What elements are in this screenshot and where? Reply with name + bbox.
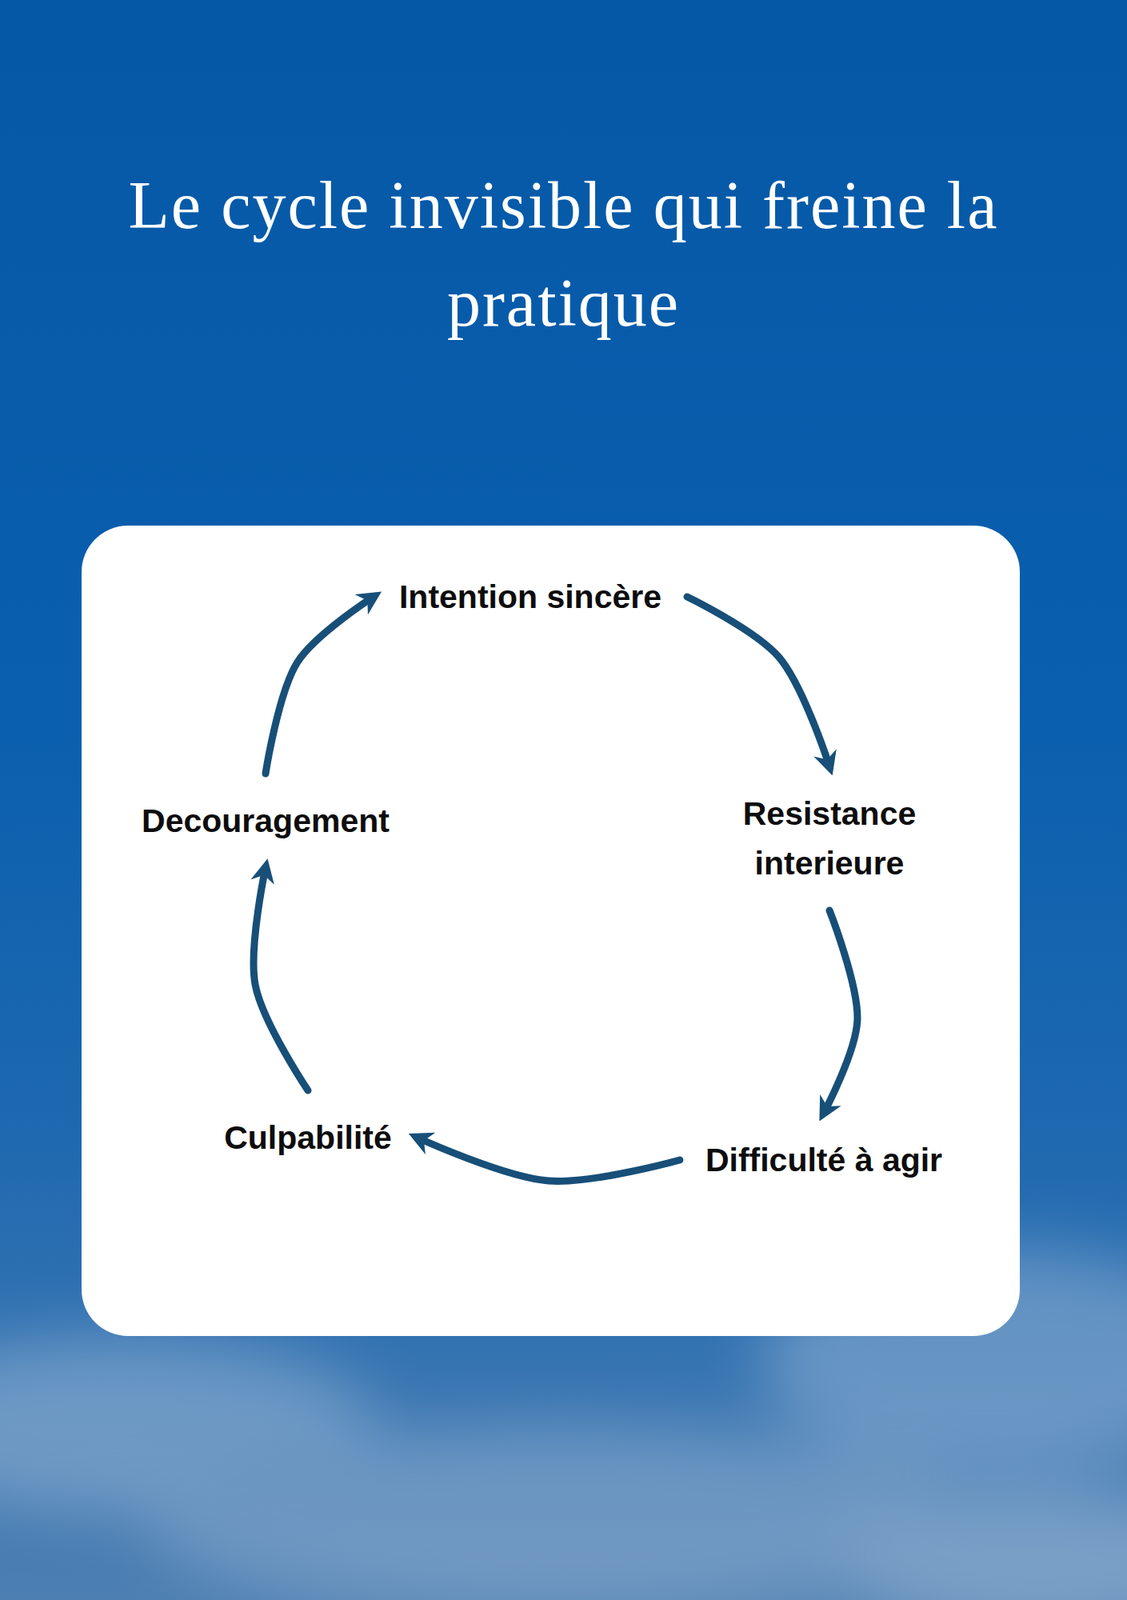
- step-label: Intention sincère: [399, 571, 662, 622]
- step-label: Resistance interieure: [709, 788, 950, 888]
- cycle-step: Culpabilité: [215, 1107, 400, 1167]
- cycle-step: Resistance interieure: [701, 783, 958, 893]
- cycle-arrow: [823, 910, 858, 1113]
- cycle-arrow: [253, 867, 308, 1091]
- cycle-arrow: [687, 596, 830, 767]
- cycle-step: Difficulté à agir: [697, 1130, 951, 1190]
- step-label: Decouragement: [141, 795, 390, 846]
- cycle-step: Intention sincère: [391, 567, 670, 627]
- step-label: Culpabilité: [223, 1112, 392, 1163]
- white-panel: [81, 525, 1020, 1336]
- cycle-step: Decouragement: [133, 791, 398, 851]
- title: Le cycle invisible qui freine la pratiqu…: [31, 156, 1096, 352]
- cycle-arrow: [417, 1137, 680, 1181]
- step-label: Difficulté à agir: [705, 1134, 943, 1185]
- cycle-arrow: [265, 596, 374, 774]
